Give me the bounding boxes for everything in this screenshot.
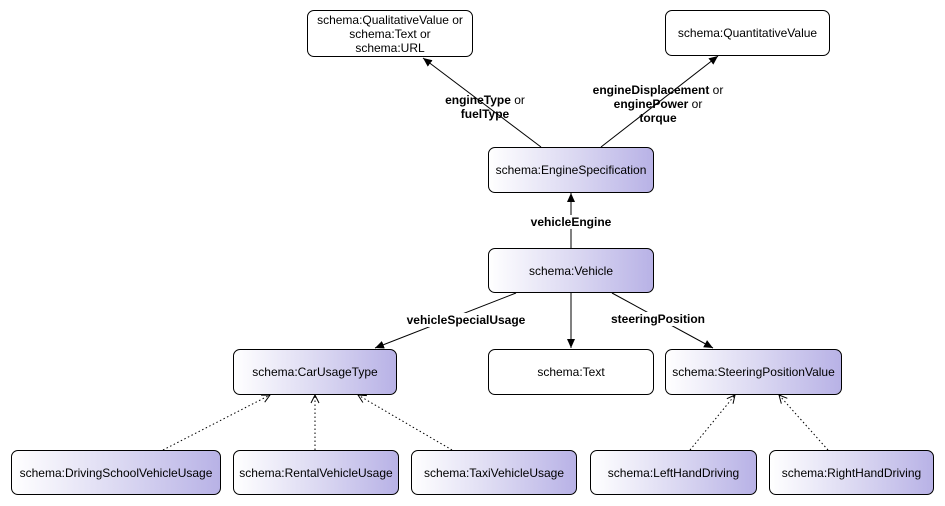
edge-driving-school-instance xyxy=(162,395,270,451)
edge-engine-type xyxy=(422,57,542,148)
label-steering-position: steeringPosition xyxy=(606,312,710,326)
torque-text: torque xyxy=(639,111,677,125)
node-steering-position-value: schema:SteeringPositionValue xyxy=(665,349,842,395)
node-rental-usage-label: schema:RentalVehicleUsage xyxy=(239,465,393,480)
node-left-hand-driving: schema:LeftHandDriving xyxy=(590,450,757,495)
node-taxi-usage-label: schema:TaxiVehicleUsage xyxy=(423,465,565,480)
edge-right-hand-instance xyxy=(779,395,829,451)
label-vehicle-engine: vehicleEngine xyxy=(520,215,622,229)
label-vehicle-special-usage: vehicleSpecialUsage xyxy=(400,313,532,327)
node-taxi-usage: schema:TaxiVehicleUsage xyxy=(411,450,577,495)
node-driving-school-usage-label: schema:DrivingSchoolVehicleUsage xyxy=(19,465,213,480)
node-driving-school-usage: schema:DrivingSchoolVehicleUsage xyxy=(11,450,221,495)
edge-left-hand-instance xyxy=(689,395,735,451)
vehicle-special-usage-text: vehicleSpecialUsage xyxy=(406,313,526,327)
node-vehicle: schema:Vehicle xyxy=(488,248,654,293)
node-car-usage-type-label: schema:CarUsageType xyxy=(252,365,378,379)
node-steering-position-value-label: schema:SteeringPositionValue xyxy=(672,365,835,379)
vehicle-engine-text: vehicleEngine xyxy=(530,215,612,229)
node-car-usage-type: schema:CarUsageType xyxy=(233,349,397,395)
node-vehicle-label: schema:Vehicle xyxy=(528,263,614,278)
node-quantitative-value: schema:QuantitativeValue xyxy=(665,10,830,56)
edge-engine-displacement xyxy=(600,55,719,148)
fuel-type-text: fuelType xyxy=(460,107,510,121)
node-text: schema:Text xyxy=(488,349,654,395)
node-right-hand-driving-label: schema:RightHandDriving xyxy=(781,465,922,480)
engine-power-text: enginePower xyxy=(613,97,689,111)
node-qualitative-value-label: schema:QualitativeValue or schema:Text o… xyxy=(317,12,463,55)
node-engine-specification-label: schema:EngineSpecification xyxy=(495,163,647,177)
engine-displacement-text: engineDisplacement xyxy=(592,83,710,97)
node-rental-usage: schema:RentalVehicleUsage xyxy=(233,450,399,495)
label-engine-displacement: engineDisplacement or enginePower or tor… xyxy=(586,83,730,125)
engine-type-text: engineType xyxy=(445,93,511,107)
node-engine-specification: schema:EngineSpecification xyxy=(488,147,654,193)
node-left-hand-driving-label: schema:LeftHandDriving xyxy=(607,465,740,480)
or-text-2: or xyxy=(709,83,724,97)
label-engine-type: engineType or fuelType xyxy=(440,93,530,121)
or-text-3: or xyxy=(688,97,703,111)
edge-taxi-instance xyxy=(358,395,453,451)
steering-position-text: steeringPosition xyxy=(610,312,705,326)
node-text-label: schema:Text xyxy=(537,365,605,379)
or-text-1: or xyxy=(510,93,525,107)
node-quantitative-value-label: schema:QuantitativeValue xyxy=(677,26,818,40)
node-qualitative-value: schema:QualitativeValue or schema:Text o… xyxy=(307,10,473,57)
node-right-hand-driving: schema:RightHandDriving xyxy=(769,450,934,495)
